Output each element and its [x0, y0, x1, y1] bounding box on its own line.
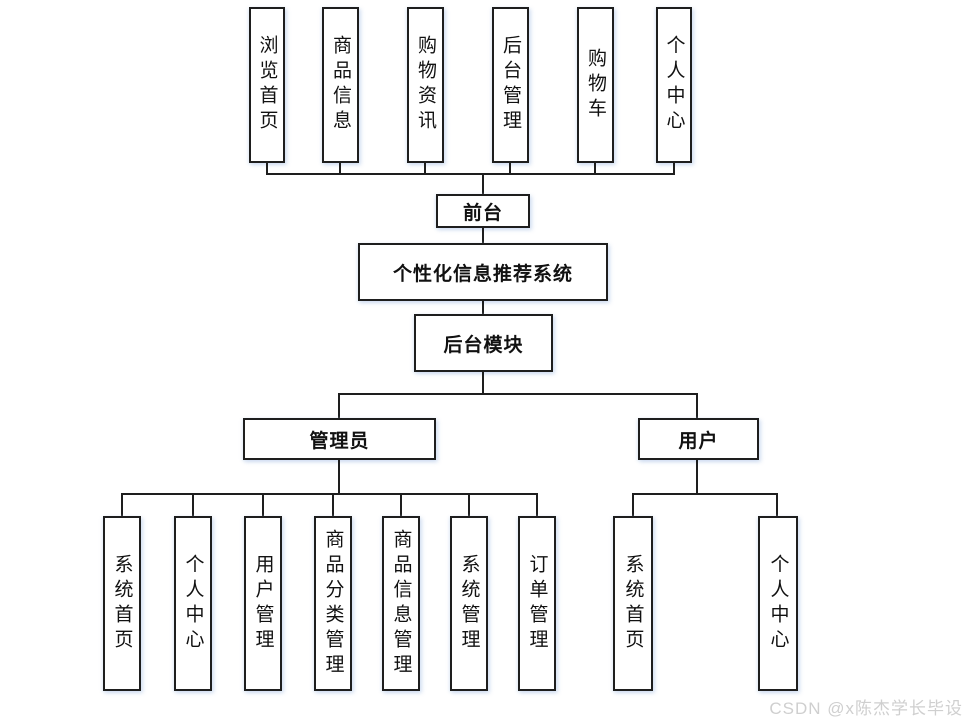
node-admin-role-label: 管理员: [309, 430, 370, 452]
connector-stub: [339, 163, 341, 174]
node-user-personal-center-label: 个人中心: [767, 553, 789, 654]
node-admin-system-home: 系统首页: [103, 516, 141, 691]
connector-stub: [536, 493, 538, 516]
node-shopping-news: 购物资讯: [407, 7, 444, 163]
node-admin-user-mgmt: 用户管理: [244, 516, 282, 691]
connector-stub: [632, 493, 634, 516]
connector-stub: [673, 163, 675, 174]
node-front-desk-label: 前台: [462, 202, 503, 224]
connector-stub: [400, 493, 402, 516]
connector-vertical: [696, 460, 698, 495]
connector-stub: [332, 493, 334, 516]
connector-stub: [509, 163, 511, 174]
node-front-desk: 前台: [436, 194, 530, 228]
node-personal-center-top: 个人中心: [656, 7, 692, 163]
node-shopping-news-label: 购物资讯: [415, 35, 436, 135]
node-backend-admin: 后台管理: [492, 7, 529, 163]
node-user-role-label: 用户: [678, 430, 719, 452]
connector-vertical: [338, 460, 340, 495]
node-admin-personal-center: 个人中心: [174, 516, 212, 691]
connector-stub: [468, 493, 470, 516]
connector-vertical: [482, 371, 484, 395]
connector-stub: [424, 163, 426, 174]
connector-stub: [192, 493, 194, 516]
connector-vertical: [338, 393, 340, 418]
node-admin-order-mgmt: 订单管理: [518, 516, 556, 691]
connector-vertical: [482, 228, 484, 243]
node-browse-home-label: 浏览首页: [256, 35, 278, 135]
connector-bus-admin: [121, 493, 538, 495]
connector-stub: [594, 163, 596, 174]
connector-stub: [266, 163, 268, 174]
connector-bus-user: [632, 493, 778, 495]
node-admin-category-mgmt-label: 商品分类管理: [322, 528, 344, 679]
node-admin-product-info-mgmt-label: 商品信息管理: [390, 528, 412, 679]
node-admin-category-mgmt: 商品分类管理: [314, 516, 352, 691]
connector-stub: [262, 493, 264, 516]
node-backend-module: 后台模块: [414, 314, 553, 372]
node-user-personal-center: 个人中心: [758, 516, 798, 691]
node-system-root-label: 个性化信息推荐系统: [392, 263, 573, 285]
node-admin-system-home-label: 系统首页: [111, 553, 133, 654]
connector-vertical: [696, 393, 698, 418]
node-browse-home: 浏览首页: [249, 7, 285, 163]
node-personal-center-top-label: 个人中心: [663, 35, 685, 135]
node-user-role: 用户: [638, 418, 759, 460]
node-shopping-cart: 购物车: [577, 7, 614, 163]
node-admin-personal-center-label: 个人中心: [182, 553, 204, 654]
node-admin-user-mgmt-label: 用户管理: [252, 553, 274, 654]
connector-vertical: [482, 173, 484, 194]
node-admin-product-info-mgmt: 商品信息管理: [382, 516, 420, 691]
connector-bus-roles: [338, 393, 698, 395]
csdn-watermark: CSDN @x陈杰学长毕设: [769, 699, 963, 718]
node-product-info-label: 商品信息: [330, 35, 351, 135]
connector-stub: [121, 493, 123, 516]
node-backend-admin-label: 后台管理: [500, 35, 521, 135]
node-shopping-cart-label: 购物车: [585, 47, 606, 123]
node-system-root: 个性化信息推荐系统: [358, 243, 608, 301]
node-user-system-home: 系统首页: [613, 516, 653, 691]
node-product-info: 商品信息: [322, 7, 359, 163]
connector-stub: [776, 493, 778, 516]
node-backend-module-label: 后台模块: [443, 334, 524, 356]
node-admin-order-mgmt-label: 订单管理: [526, 553, 548, 654]
connector-vertical: [482, 300, 484, 314]
node-admin-system-mgmt-label: 系统管理: [458, 553, 480, 654]
connector-bus-top: [266, 173, 675, 175]
node-admin-system-mgmt: 系统管理: [450, 516, 488, 691]
node-user-system-home-label: 系统首页: [622, 553, 644, 654]
node-admin-role: 管理员: [243, 418, 436, 460]
